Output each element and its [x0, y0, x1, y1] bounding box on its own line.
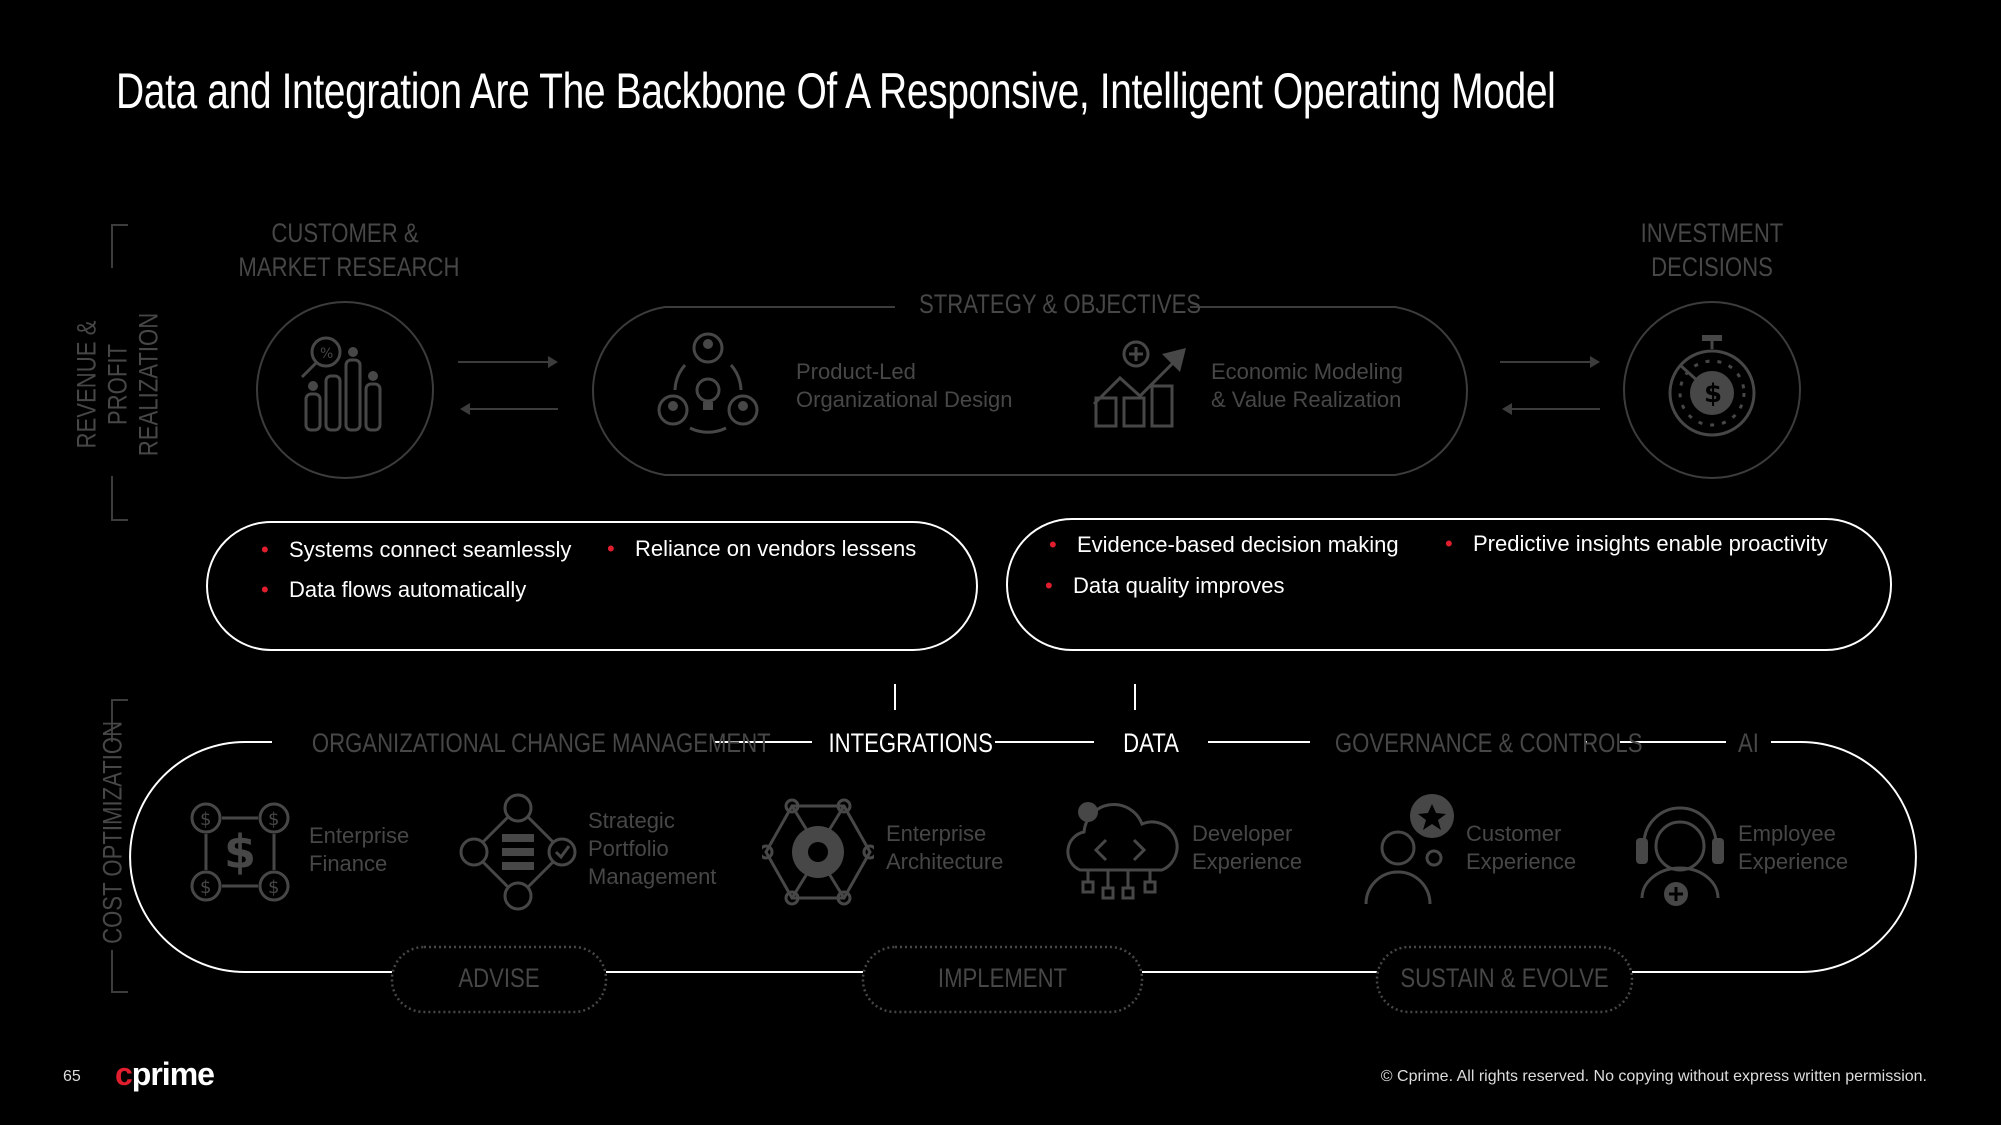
- governance-header: GOVERNANCE & CONTROLS: [1334, 728, 1643, 758]
- benefits-pill-right: [1006, 518, 1892, 651]
- ocm-header: ORGANIZATIONAL CHANGE MANAGEMENT: [311, 728, 771, 758]
- svg-text:$: $: [224, 825, 256, 879]
- stopwatch-dollar-icon: $: [1668, 335, 1756, 437]
- investment-circle: [1623, 301, 1801, 479]
- research-chart-icon: %: [300, 336, 382, 432]
- customer-research-header: CUSTOMER &MARKET RESEARCH: [238, 218, 460, 282]
- left-arrows: [458, 356, 558, 415]
- headset-icon: [1636, 806, 1724, 906]
- top-bracket: [111, 224, 128, 521]
- phase-pill-advise: [390, 945, 608, 1014]
- list-item: Data flows automatically: [261, 577, 526, 603]
- list-item: Systems connect seamlessly: [261, 537, 571, 563]
- list-item: Reliance on vendors lessens: [607, 536, 916, 562]
- strategy-pill: [592, 306, 1468, 476]
- page-title: Data and Integration Are The Backbone Of…: [116, 63, 1556, 119]
- data-header: DATA: [1123, 728, 1179, 758]
- phase-sustain-evolve: SUSTAIN & EVOLVE: [1400, 963, 1609, 993]
- customer-star-icon: [1364, 794, 1454, 905]
- integrations-header: INTEGRATIONS: [828, 728, 993, 758]
- growth-chart-icon: [1092, 340, 1186, 428]
- copyright-notice: © Cprime. All rights reserved. No copyin…: [1380, 1068, 1927, 1085]
- list-item: Evidence-based decision making: [1049, 532, 1399, 558]
- phase-pill-implement: [861, 945, 1144, 1014]
- svg-text:$: $: [268, 809, 279, 830]
- bottom-bracket: [111, 699, 128, 993]
- list-item: Data quality improves: [1045, 573, 1284, 599]
- ai-header: AI: [1738, 728, 1759, 758]
- right-arrows: [1500, 356, 1600, 415]
- gear-network-icon: [762, 798, 874, 906]
- strategy-header: STRATEGY & OBJECTIVES: [919, 289, 1202, 319]
- phase-pill-sustain: [1375, 945, 1634, 1014]
- team-idea-icon: [657, 332, 759, 434]
- svg-text:$: $: [268, 877, 279, 898]
- customer-circle: [256, 301, 434, 479]
- economic-modeling-label: Economic Modeling& Value Realization: [1211, 359, 1403, 412]
- svg-text:$: $: [1704, 379, 1722, 409]
- phase-advise: ADVISE: [458, 963, 540, 993]
- code-cloud-icon: [1066, 802, 1179, 900]
- list-item: Predictive insights enable proactivity: [1445, 531, 1828, 557]
- dollar-cycle-icon: $ $ $ $ $: [190, 802, 290, 902]
- portfolio-icon: [459, 793, 577, 911]
- svg-text:$: $: [200, 877, 211, 898]
- benefits-pill-left: [206, 521, 978, 651]
- page-number: 65: [63, 1068, 81, 1085]
- platform-pill: [129, 741, 1917, 973]
- svg-text:%: %: [320, 346, 333, 362]
- cprime-logo: cprime: [115, 1056, 215, 1092]
- phase-implement: IMPLEMENT: [937, 963, 1068, 993]
- svg-text:$: $: [200, 809, 211, 830]
